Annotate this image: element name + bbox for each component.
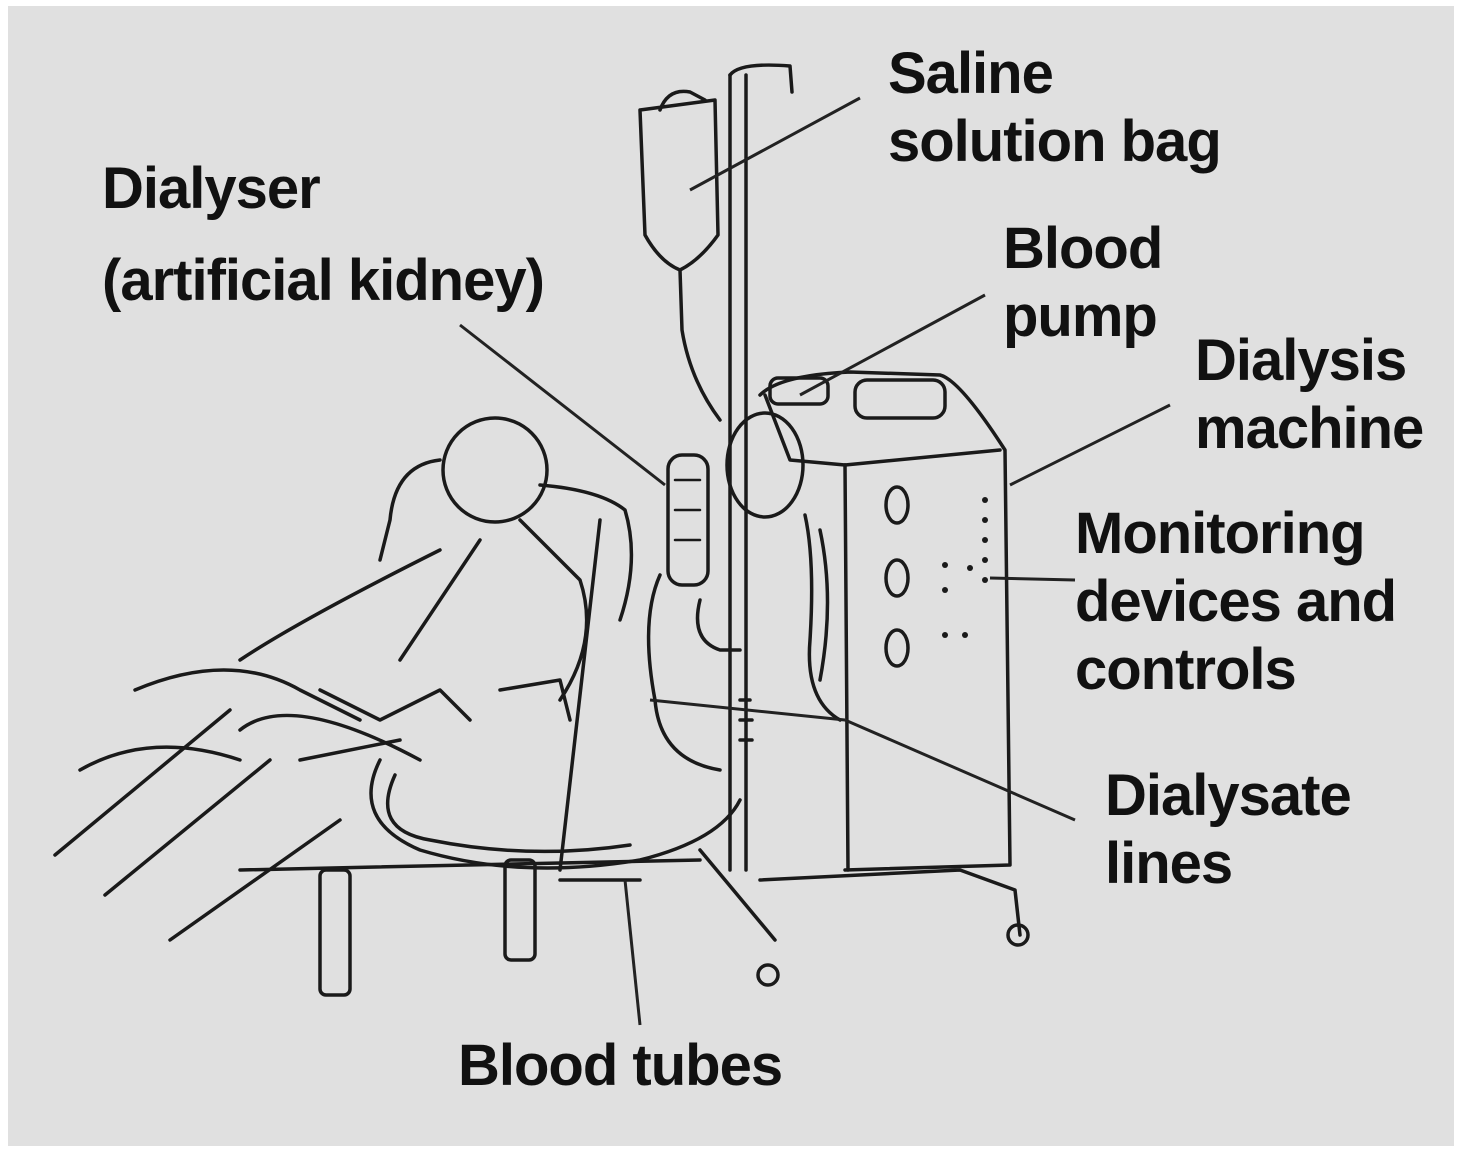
label-dialysate-lines: Dialysate lines <box>1105 762 1351 898</box>
label-saline-solution-bag: Saline solution bag <box>888 40 1221 176</box>
saline-bag-shape <box>640 91 720 420</box>
label-blood-pump: Blood pump <box>1003 215 1162 351</box>
label-line: Monitoring <box>1075 500 1396 568</box>
label-line: (artificial kidney) <box>102 247 544 315</box>
iv-pole <box>730 65 792 870</box>
label-line: devices and <box>1075 568 1396 636</box>
label-monitoring-devices: Monitoring devices and controls <box>1075 500 1396 704</box>
patient-shape <box>55 418 740 995</box>
label-line: controls <box>1075 636 1396 704</box>
label-dialyser: Dialyser (artificial kidney) <box>102 155 544 315</box>
label-line: Saline <box>888 40 1221 108</box>
label-line: Dialysate <box>1105 762 1351 830</box>
label-line: Dialysis <box>1195 327 1423 395</box>
label-line: pump <box>1003 283 1162 351</box>
label-line: solution bag <box>888 108 1221 176</box>
label-line: machine <box>1195 395 1423 463</box>
label-blood-tubes: Blood tubes <box>458 1032 782 1100</box>
label-line: Blood <box>1003 215 1162 283</box>
label-line: Dialyser <box>102 155 544 223</box>
dialysis-machine-shape <box>700 372 1028 985</box>
label-line: lines <box>1105 830 1351 898</box>
label-dialysis-machine: Dialysis machine <box>1195 327 1423 463</box>
label-line: Blood tubes <box>458 1032 782 1100</box>
